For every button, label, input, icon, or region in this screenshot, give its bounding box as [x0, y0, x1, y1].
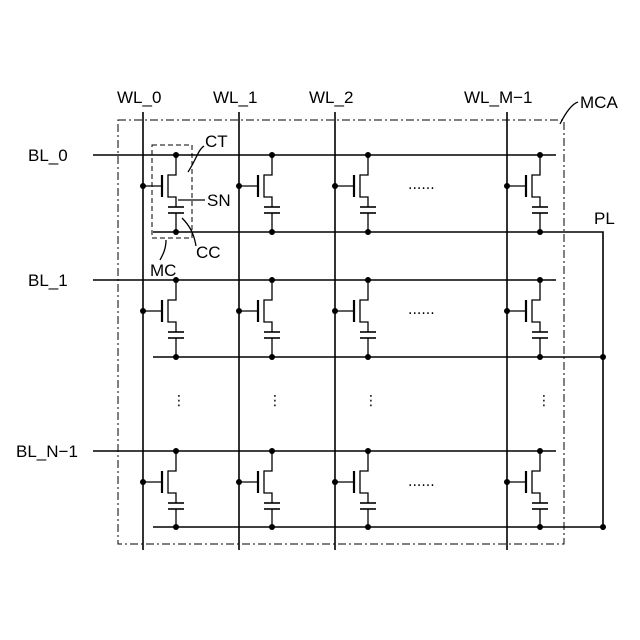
transistor-channel — [360, 155, 368, 207]
memory-cell-label: MC — [150, 261, 176, 280]
bit-line-label-n-1: BL_N−1 — [16, 442, 78, 461]
plate-line-junction-dot — [365, 229, 371, 235]
gate-junction-dot — [140, 183, 146, 189]
gate-junction-dot — [332, 308, 338, 314]
col-1-vertical-ellipsis: ⋮ — [268, 393, 282, 409]
memory-cell-1-1 — [236, 277, 280, 360]
gate-junction-dot — [504, 479, 510, 485]
memory-cells — [140, 152, 548, 530]
memory-cell-0-0 — [140, 152, 184, 235]
bit-line-junction-dot — [365, 277, 371, 283]
bit-line-junction-dot — [173, 152, 179, 158]
plate-line-junction-dot — [537, 354, 543, 360]
memory-cell-0-1 — [236, 152, 280, 235]
row-n-1-ellipsis: ······ — [408, 478, 435, 494]
plate-line-row-0 — [153, 232, 603, 530]
bit-line-junction-dot — [269, 448, 275, 454]
plate-line-label: PL — [594, 209, 615, 228]
gate-junction-dot — [236, 479, 242, 485]
plate-line-junction-dot — [537, 524, 543, 530]
bit-line-junction-dot — [537, 448, 543, 454]
transistor-channel — [532, 155, 540, 207]
transistor-channel — [360, 280, 368, 332]
gate-junction-dot — [140, 479, 146, 485]
transistor-channel — [264, 280, 272, 332]
memory-cell-1-0 — [140, 277, 184, 360]
plate-line-junction-dot — [173, 524, 179, 530]
ct-leader — [188, 146, 204, 172]
word-lines — [143, 112, 507, 550]
word-line-label-1: WL_1 — [213, 88, 257, 107]
plate-line-junction-dot — [537, 229, 543, 235]
memory-cell-1-2 — [332, 277, 376, 360]
memory-cell-outline — [152, 145, 192, 238]
bit-line-junction-dot — [173, 448, 179, 454]
transistor-channel — [264, 451, 272, 503]
bit-line-junction-dot — [537, 152, 543, 158]
memory-cell-n-1-0 — [140, 448, 184, 530]
gate-junction-dot — [504, 183, 510, 189]
plate-junction-n-1 — [600, 524, 606, 530]
mc-leader — [160, 240, 166, 260]
bit-line-label-1: BL_1 — [28, 271, 68, 290]
plate-line-junction-dot — [269, 354, 275, 360]
transistor-channel — [532, 451, 540, 503]
col-m-1-vertical-ellipsis: ⋮ — [537, 393, 551, 409]
plate-line-junction-dot — [173, 354, 179, 360]
bit-line-junction-dot — [365, 448, 371, 454]
plate-line-junction-dot — [269, 229, 275, 235]
col-0-vertical-ellipsis: ⋮ — [172, 393, 186, 409]
bit-line-junction-dot — [269, 277, 275, 283]
word-line-label-2: WL_2 — [309, 88, 353, 107]
plate-line-junction-dot — [269, 524, 275, 530]
transistor-label: CT — [205, 132, 228, 151]
capacitor-label: CC — [196, 243, 221, 262]
bit-line-label-0: BL_0 — [28, 146, 68, 165]
transistor-channel — [532, 280, 540, 332]
gate-junction-dot — [140, 308, 146, 314]
gate-junction-dot — [236, 308, 242, 314]
transistor-channel — [360, 451, 368, 503]
mca-leader — [560, 102, 578, 124]
plate-line-junction-dot — [173, 229, 179, 235]
storage-node-label: SN — [207, 191, 231, 210]
plate-lines — [153, 232, 606, 530]
mca-label: MCA — [580, 93, 618, 112]
gate-junction-dot — [332, 479, 338, 485]
memory-cell-n-1-1 — [236, 448, 280, 530]
memory-cell-n-1-2 — [332, 448, 376, 530]
memory-cell-0-m-1 — [504, 152, 548, 235]
gate-junction-dot — [332, 183, 338, 189]
memory-cell-0-2 — [332, 152, 376, 235]
row-0-ellipsis: ······ — [408, 181, 435, 197]
bit-line-junction-dot — [365, 152, 371, 158]
bit-line-junction-dot — [537, 277, 543, 283]
plate-line-junction-dot — [365, 524, 371, 530]
transistor-channel — [168, 280, 176, 332]
word-line-label-m-1: WL_M−1 — [464, 88, 533, 107]
transistor-channel — [168, 155, 176, 207]
gate-junction-dot — [236, 183, 242, 189]
plate-junction-1 — [600, 354, 606, 360]
row-1-ellipsis: ······ — [408, 306, 435, 322]
transistor-channel — [264, 155, 272, 207]
word-line-label-0: WL_0 — [117, 88, 161, 107]
memory-cell-1-m-1 — [504, 277, 548, 360]
col-2-vertical-ellipsis: ⋮ — [364, 393, 378, 409]
transistor-channel — [168, 451, 176, 503]
memory-cell-n-1-m-1 — [504, 448, 548, 530]
mca-boundary — [118, 120, 564, 544]
gate-junction-dot — [504, 308, 510, 314]
bit-line-junction-dot — [269, 152, 275, 158]
plate-line-junction-dot — [365, 354, 371, 360]
